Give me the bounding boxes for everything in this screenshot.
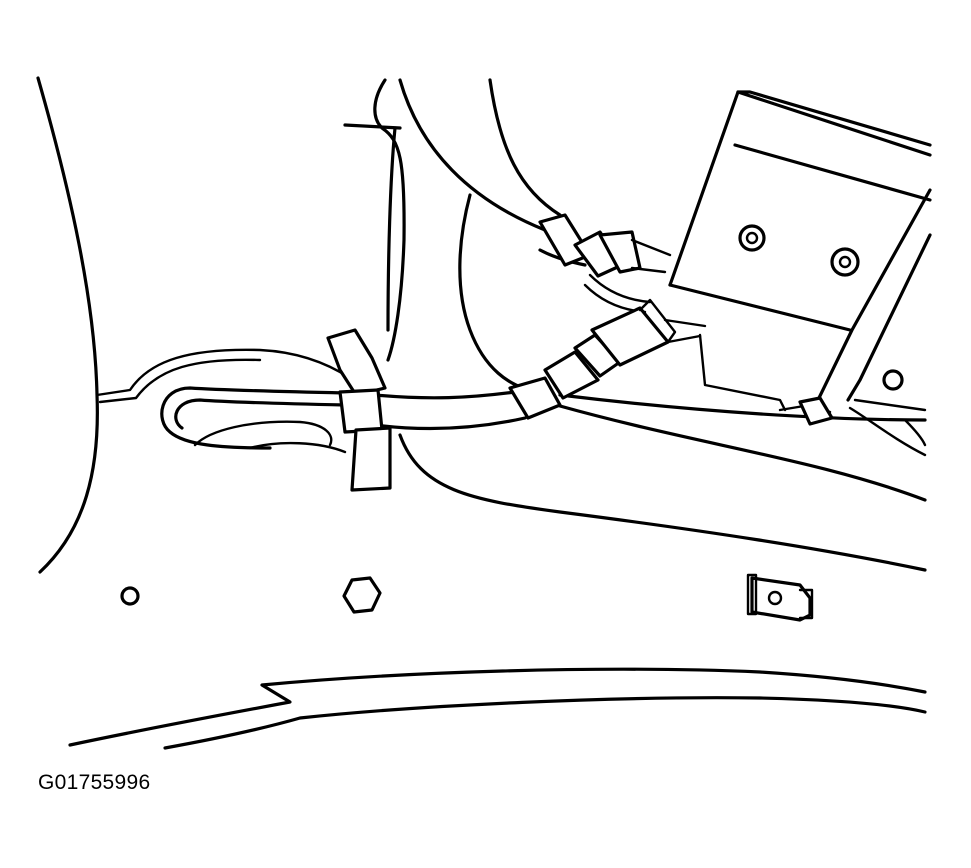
harness-clip xyxy=(326,328,392,492)
harness-connector xyxy=(508,298,707,420)
body-panel xyxy=(343,78,927,572)
bracket-plate xyxy=(668,90,932,457)
round-hole xyxy=(120,586,140,606)
figure-id-label: G01755996 xyxy=(38,771,151,794)
hex-hole xyxy=(342,576,382,614)
left-pillar xyxy=(36,76,352,574)
lower-contour xyxy=(68,667,927,750)
panel-holes xyxy=(120,576,382,614)
push-pin-retainer xyxy=(746,573,814,622)
mounting-bolt xyxy=(738,224,904,391)
upper-connector xyxy=(538,213,672,278)
wire-loop xyxy=(160,386,347,454)
